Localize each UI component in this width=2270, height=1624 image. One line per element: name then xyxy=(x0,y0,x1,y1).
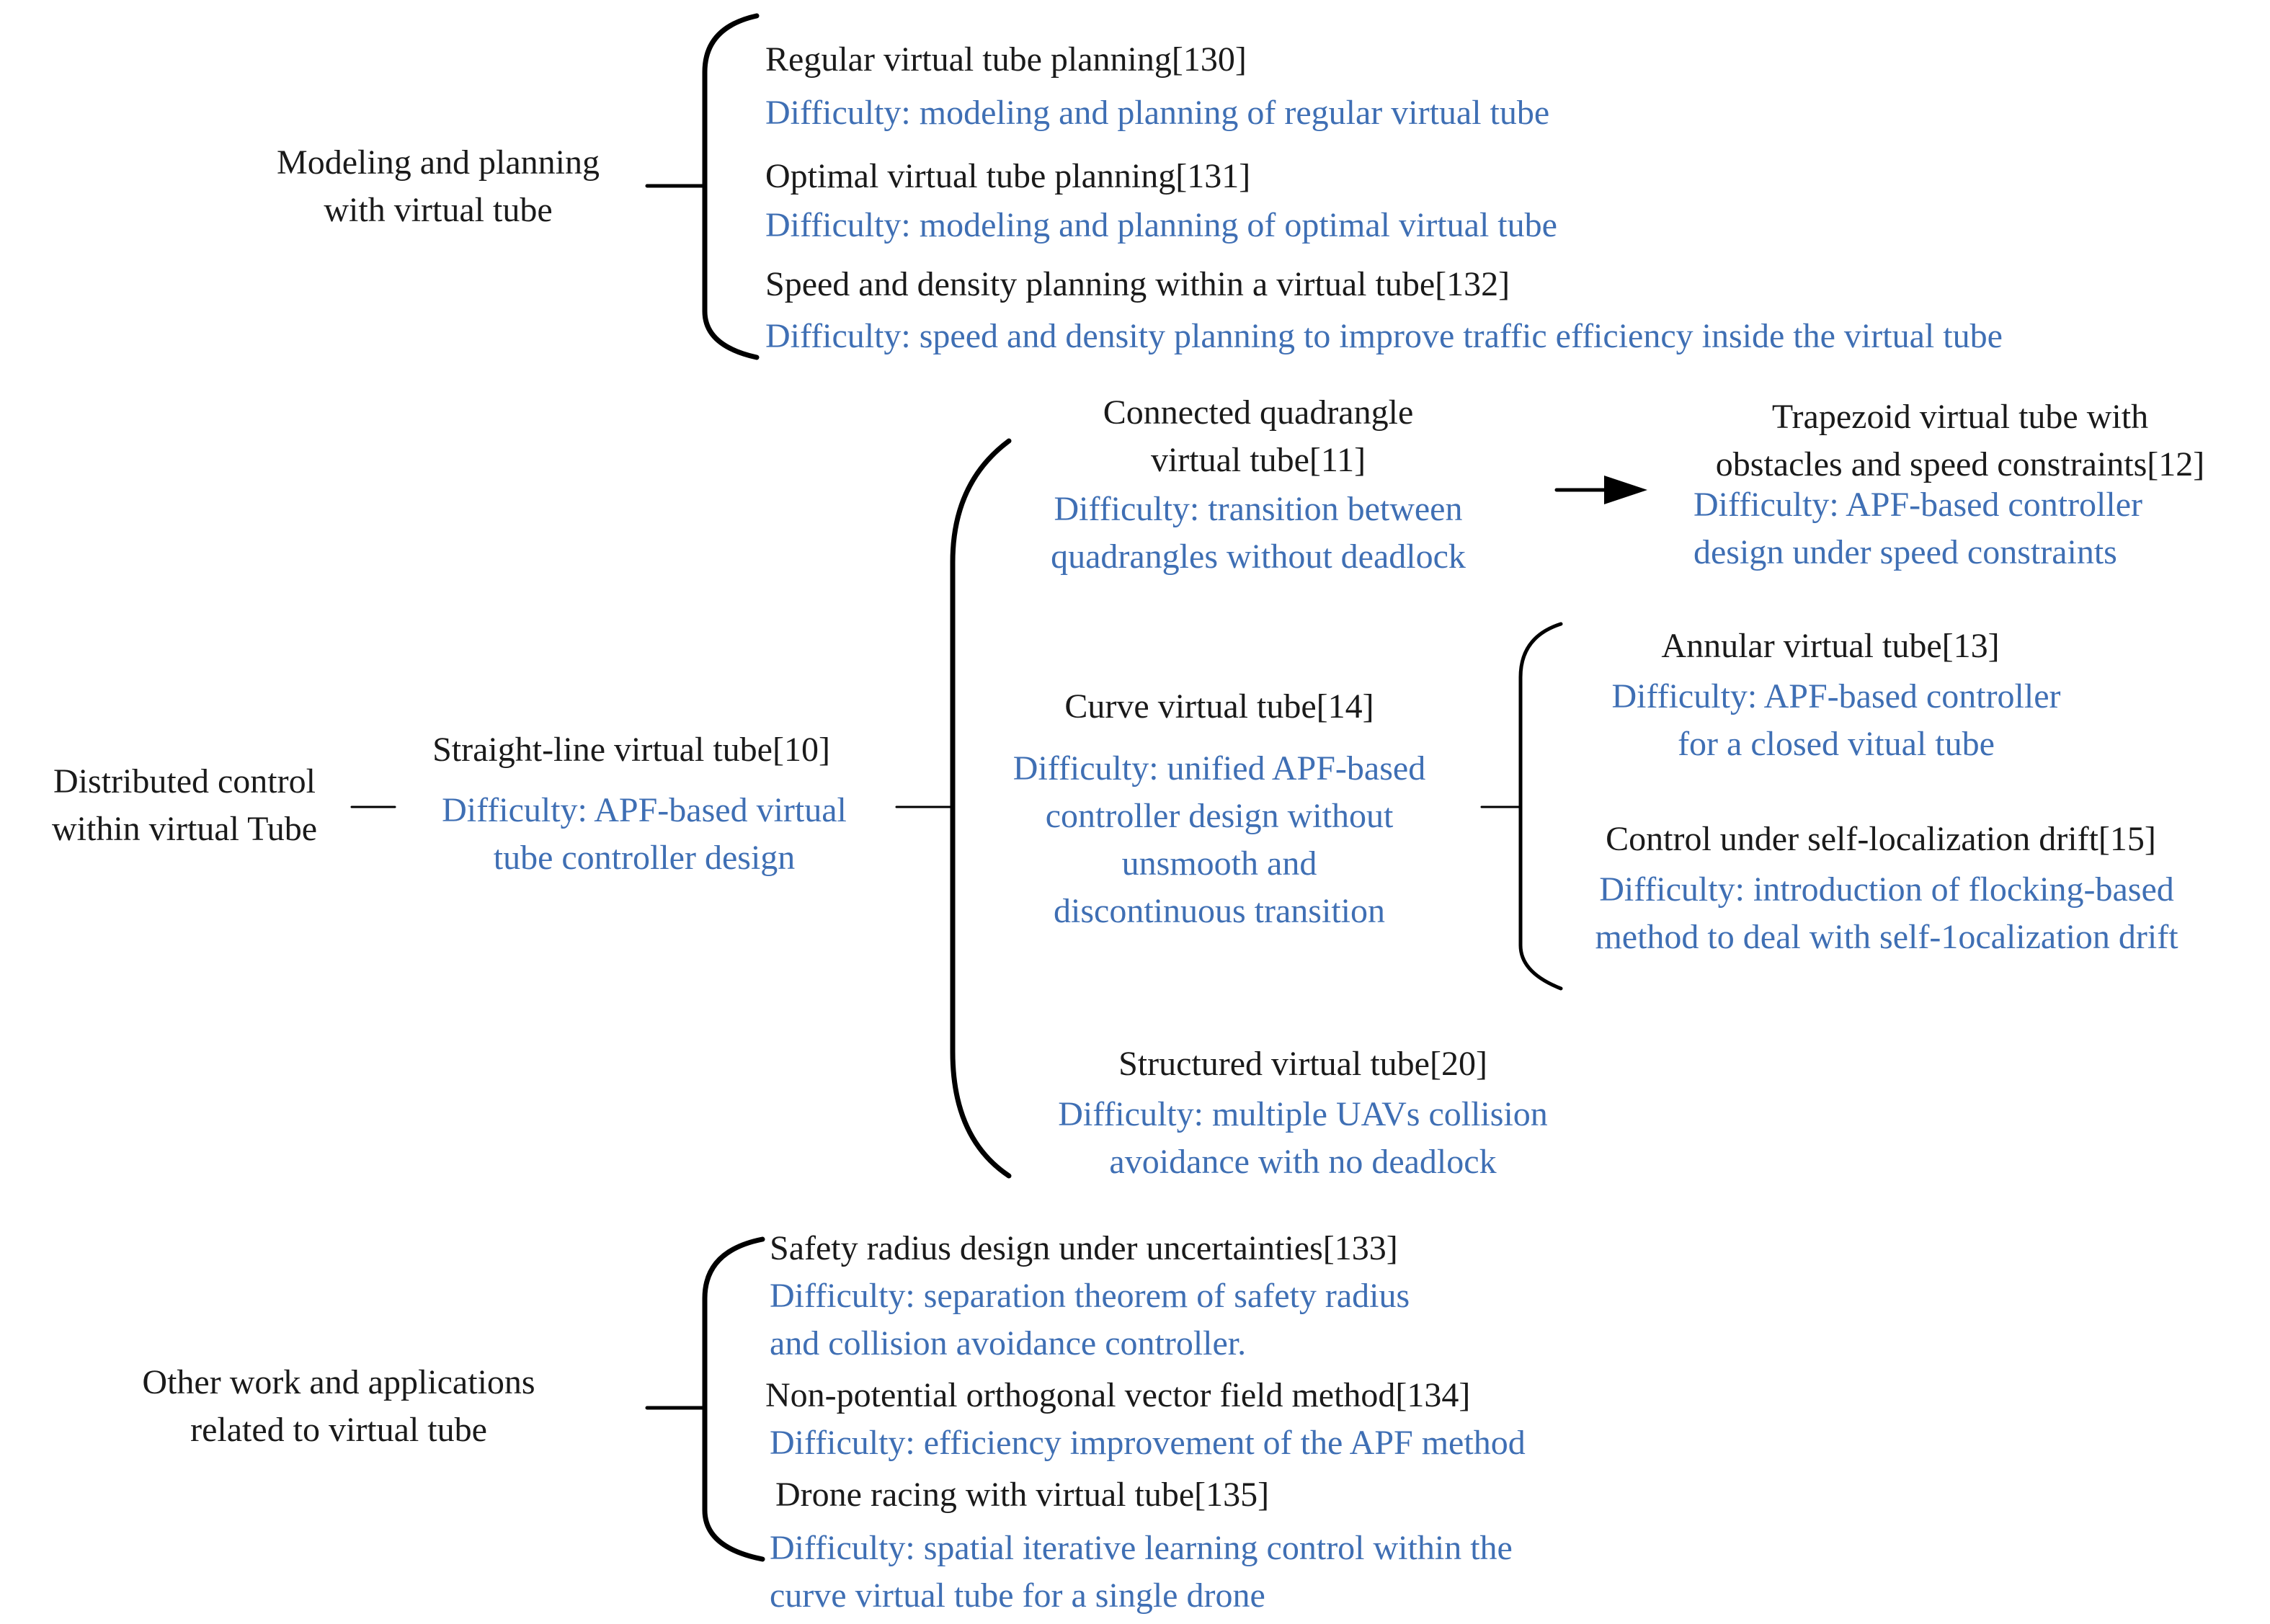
structured-title: Structured virtual tube[20] xyxy=(1118,1045,1487,1083)
structured-difficulty: Difficulty: multiple UAVs collision avoi… xyxy=(1058,1091,1548,1186)
brace-modeling xyxy=(702,13,760,360)
drift-difficulty: Difficulty: introduction of flocking-bas… xyxy=(1595,866,2178,961)
modeling-item-2-difficulty: Difficulty: modeling and planning of opt… xyxy=(765,206,1557,244)
connected-difficulty: Difficulty: transition between quadrangl… xyxy=(1051,486,1466,581)
other-item-1-title: Safety radius design under uncertainties… xyxy=(770,1229,1398,1267)
arrow-head xyxy=(1604,476,1647,504)
annular-difficulty-line-1: Difficulty: APF-based controller xyxy=(1611,677,2061,715)
other-label-line-2: related to virtual tube xyxy=(190,1411,487,1449)
other-label: Other work and applications related to v… xyxy=(142,1359,535,1454)
drift-difficulty-line-2: method to deal with self-1ocalization dr… xyxy=(1595,918,2178,956)
trapezoid-difficulty-line-2: design under speed constraints xyxy=(1693,533,2117,571)
root-difficulty: Difficulty: APF-based virtual tube contr… xyxy=(442,787,847,882)
trapezoid-title: Trapezoid virtual tube with obstacles an… xyxy=(1716,393,2204,488)
curve-difficulty-line-1: Difficulty: unified APF-based xyxy=(1012,749,1426,788)
structured-difficulty-line-1: Difficulty: multiple UAVs collision xyxy=(1058,1095,1548,1133)
trapezoid-title-line-2: obstacles and speed constraints[12] xyxy=(1715,445,2205,483)
connected-title-line-2: virtual tube[11] xyxy=(1150,441,1366,479)
drift-difficulty-line-1: Difficulty: introduction of flocking-bas… xyxy=(1599,870,2174,909)
brace-distributed xyxy=(950,438,1012,1179)
modeling-label: Modeling and planning with virtual tube xyxy=(277,139,600,234)
other-item-3-difficulty-line-1: Difficulty: spatial iterative learning c… xyxy=(770,1529,1513,1567)
modeling-item-1-difficulty: Difficulty: modeling and planning of reg… xyxy=(765,94,1550,132)
distributed-label-line-2: within virtual Tube xyxy=(51,810,318,848)
other-item-1-difficulty-line-2: and collision avoidance controller. xyxy=(770,1324,1247,1362)
other-item-1-difficulty: Difficulty: separation theorem of safety… xyxy=(770,1272,1410,1368)
modeling-item-2-title: Optimal virtual tube planning[131] xyxy=(765,157,1251,195)
curve-title: Curve virtual tube[14] xyxy=(1064,687,1374,726)
curve-difficulty-line-3: unsmooth and xyxy=(1121,844,1317,883)
annular-difficulty: Difficulty: APF-based controller for a c… xyxy=(1611,673,2060,768)
brace-curve-children xyxy=(1518,622,1563,991)
other-item-2-title: Non-potential orthogonal vector field me… xyxy=(765,1376,1471,1414)
curve-difficulty: Difficulty: unified APF-based controller… xyxy=(1013,745,1425,935)
connected-title: Connected quadrangle virtual tube[11] xyxy=(1103,389,1414,484)
connected-difficulty-line-1: Difficulty: transition between xyxy=(1054,490,1463,528)
other-item-3-title: Drone racing with virtual tube[135] xyxy=(775,1476,1270,1514)
root-difficulty-line-1: Difficulty: APF-based virtual xyxy=(442,791,847,829)
curve-difficulty-line-2: controller design without xyxy=(1045,797,1394,835)
distributed-label: Distributed control within virtual Tube xyxy=(52,758,317,853)
other-label-line-1: Other work and applications xyxy=(142,1363,535,1401)
trapezoid-title-line-1: Trapezoid virtual tube with xyxy=(1771,398,2149,436)
trapezoid-difficulty-line-1: Difficulty: APF-based controller xyxy=(1693,486,2143,524)
root-difficulty-line-2: tube controller design xyxy=(493,839,796,877)
curve-difficulty-line-4: discontinuous transition xyxy=(1054,892,1385,930)
other-item-1-difficulty-line-1: Difficulty: separation theorem of safety… xyxy=(770,1277,1410,1315)
annular-difficulty-line-2: for a closed vitual tube xyxy=(1678,725,1995,763)
modeling-label-line-2: with virtual tube xyxy=(324,191,553,229)
annular-title: Annular virtual tube[13] xyxy=(1661,627,2000,665)
other-item-2-difficulty: Difficulty: efficiency improvement of th… xyxy=(770,1424,1526,1462)
connected-title-line-1: Connected quadrangle xyxy=(1103,393,1414,432)
other-item-3-difficulty-line-2: curve virtual tube for a single drone xyxy=(770,1576,1265,1615)
drift-title: Control under self-localization drift[15… xyxy=(1606,820,2156,858)
modeling-item-3-difficulty: Difficulty: speed and density planning t… xyxy=(765,317,2003,355)
distributed-label-line-1: Distributed control xyxy=(53,762,316,800)
trapezoid-difficulty: Difficulty: APF-based controller design … xyxy=(1693,481,2142,576)
modeling-label-line-1: Modeling and planning xyxy=(277,143,600,182)
other-item-3-difficulty: Difficulty: spatial iterative learning c… xyxy=(770,1525,1513,1620)
modeling-item-3-title: Speed and density planning within a virt… xyxy=(765,265,1510,303)
brace-other xyxy=(702,1236,765,1562)
root-title: Straight-line virtual tube[10] xyxy=(432,731,830,769)
modeling-item-1-title: Regular virtual tube planning[130] xyxy=(765,40,1247,79)
structured-difficulty-line-2: avoidance with no deadlock xyxy=(1109,1143,1497,1181)
connected-difficulty-line-2: quadrangles without deadlock xyxy=(1051,537,1466,576)
